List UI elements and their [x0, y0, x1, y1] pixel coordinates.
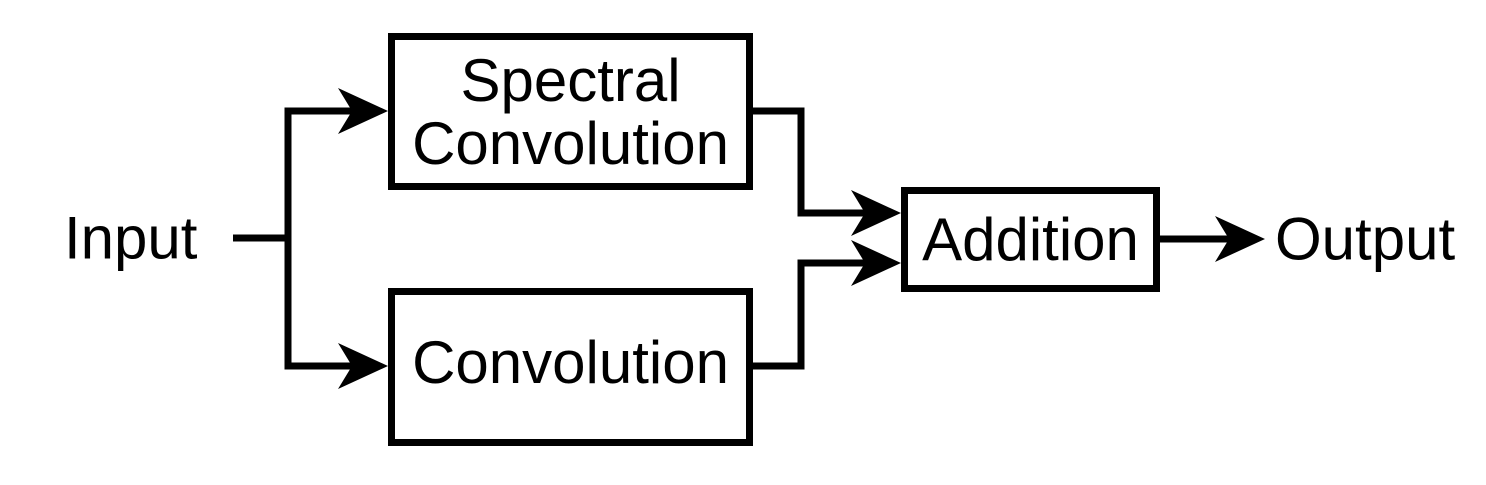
input-label: Input	[64, 204, 198, 272]
convolution-label: Convolution	[412, 328, 729, 396]
edge-spectral-to-addition	[750, 107, 866, 217]
edge-convolution-to-addition	[750, 259, 866, 370]
arrowhead-into-spectral	[338, 88, 388, 134]
addition-label: Addition	[922, 206, 1139, 273]
output-label: Output	[1275, 205, 1456, 273]
arrowhead-into-addition-top	[851, 190, 901, 236]
spectral-convolution-label: Spectral Convolution	[412, 46, 729, 177]
node-spectral-convolution: Spectral Convolution	[388, 33, 753, 190]
arrowhead-into-convolution	[338, 343, 388, 389]
node-addition: Addition	[901, 187, 1160, 292]
node-convolution: Convolution	[388, 288, 753, 446]
arrowhead-into-addition-bottom	[851, 240, 901, 286]
arrowhead-into-output	[1215, 216, 1265, 262]
